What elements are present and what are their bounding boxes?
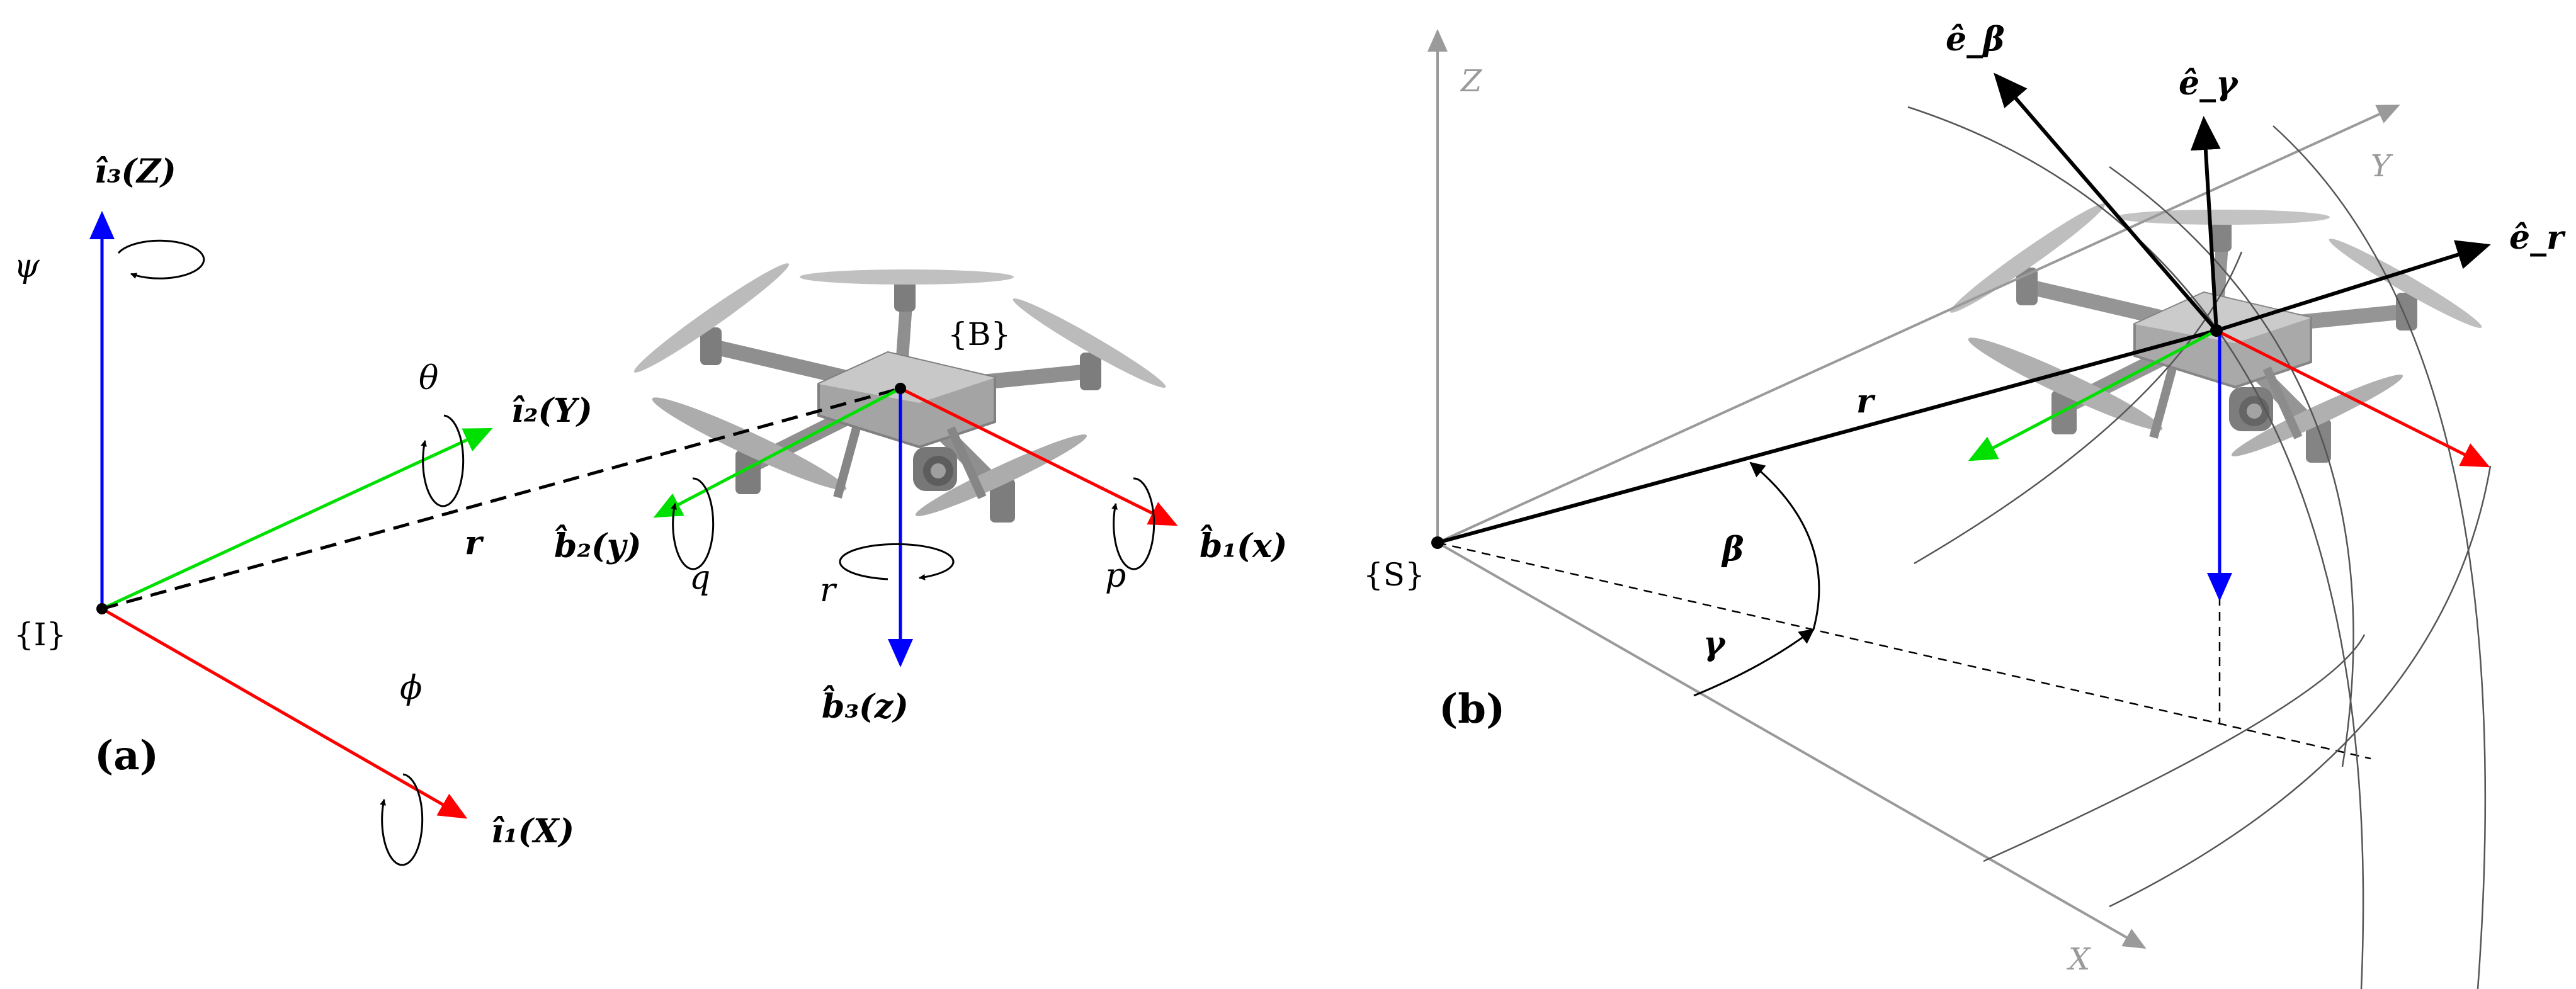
- e-r-vector: [2216, 240, 2491, 332]
- panel-label-a: (a): [94, 732, 159, 779]
- sphere-arc: [1907, 106, 2364, 989]
- gamma-arc: [1693, 628, 1815, 697]
- label-i1: î₁(X): [491, 812, 574, 851]
- label-i3: î₃(Z): [94, 152, 176, 191]
- label-yaw: ψ: [14, 247, 40, 285]
- b2-axis: [653, 387, 902, 518]
- label-axis-y: Y: [2371, 149, 2393, 184]
- label-e-r: ê_r: [2509, 218, 2566, 257]
- i1-axis: [101, 607, 468, 819]
- sphere-arc: [1983, 634, 2366, 862]
- projection-line: [1437, 541, 2371, 760]
- inertial-origin: [96, 603, 108, 614]
- rotation-arrow-icon: [839, 543, 955, 580]
- label-axis-z: Z: [1460, 64, 1483, 99]
- label-b2: b̂₂(y): [554, 525, 642, 565]
- sphere-arc: [1914, 251, 2243, 565]
- position-vector-r: [101, 387, 901, 611]
- label-roll: ϕ: [400, 669, 422, 707]
- label-r-b: r: [1856, 382, 1876, 421]
- label-inertial-frame: {I}: [14, 616, 66, 653]
- e-beta-vector: [1994, 72, 2218, 332]
- label-e-beta: ê_β: [1946, 20, 2005, 59]
- spherical-origin: [1431, 536, 1444, 549]
- label-body-frame: {B}: [948, 316, 1011, 353]
- label-axis-x: X: [2066, 942, 2091, 977]
- body-origin: [895, 383, 906, 394]
- label-i2: î₂(Y): [511, 392, 593, 430]
- label-b3: b̂₃(z): [822, 686, 909, 726]
- sphere-arc: [2109, 166, 2354, 767]
- b1-axis: [2215, 329, 2490, 468]
- beta-arc: [1749, 461, 1820, 630]
- panel-label-b: (b): [1439, 686, 1505, 733]
- panel-b: Z Y X ê_β ê_γ ê_r r β γ {S} (b): [1363, 20, 2566, 989]
- position-vector-r: [1437, 329, 2217, 545]
- rotation-arrow-icon: [380, 773, 424, 866]
- label-pitch: θ: [419, 359, 438, 397]
- e-gamma-vector: [2190, 116, 2221, 331]
- label-r-a: r: [465, 524, 484, 562]
- axis-x: [1437, 541, 2147, 949]
- rotation-arrow-icon: [117, 239, 205, 280]
- label-spherical-frame: {S}: [1363, 557, 1425, 593]
- sphere-arc: [2272, 125, 2487, 989]
- label-roll-rate: p: [1105, 557, 1126, 595]
- label-pitch-rate: q: [689, 559, 710, 597]
- label-e-gamma: ê_γ: [2179, 64, 2239, 103]
- rotation-arrow-icon: [421, 414, 465, 507]
- drone-point: [2210, 324, 2223, 337]
- rotation-arrow-icon: [1111, 477, 1155, 570]
- label-yaw-rate: r: [820, 572, 837, 609]
- i2-axis: [101, 427, 493, 611]
- rotation-arrow-icon: [671, 477, 715, 570]
- sphere-arc: [2109, 465, 2492, 908]
- label-gamma: γ: [1703, 624, 1727, 663]
- label-b1: b̂₁(x): [1200, 525, 1287, 565]
- panel-a: î₃(Z) ψ θ î₂(Y) r {I} ϕ (a) î₁(X) {B} b̂…: [14, 152, 1287, 866]
- b1-axis: [899, 387, 1178, 526]
- b2-axis: [1968, 329, 2218, 461]
- label-beta: β: [1721, 530, 1744, 568]
- axis-y: [1437, 105, 2400, 544]
